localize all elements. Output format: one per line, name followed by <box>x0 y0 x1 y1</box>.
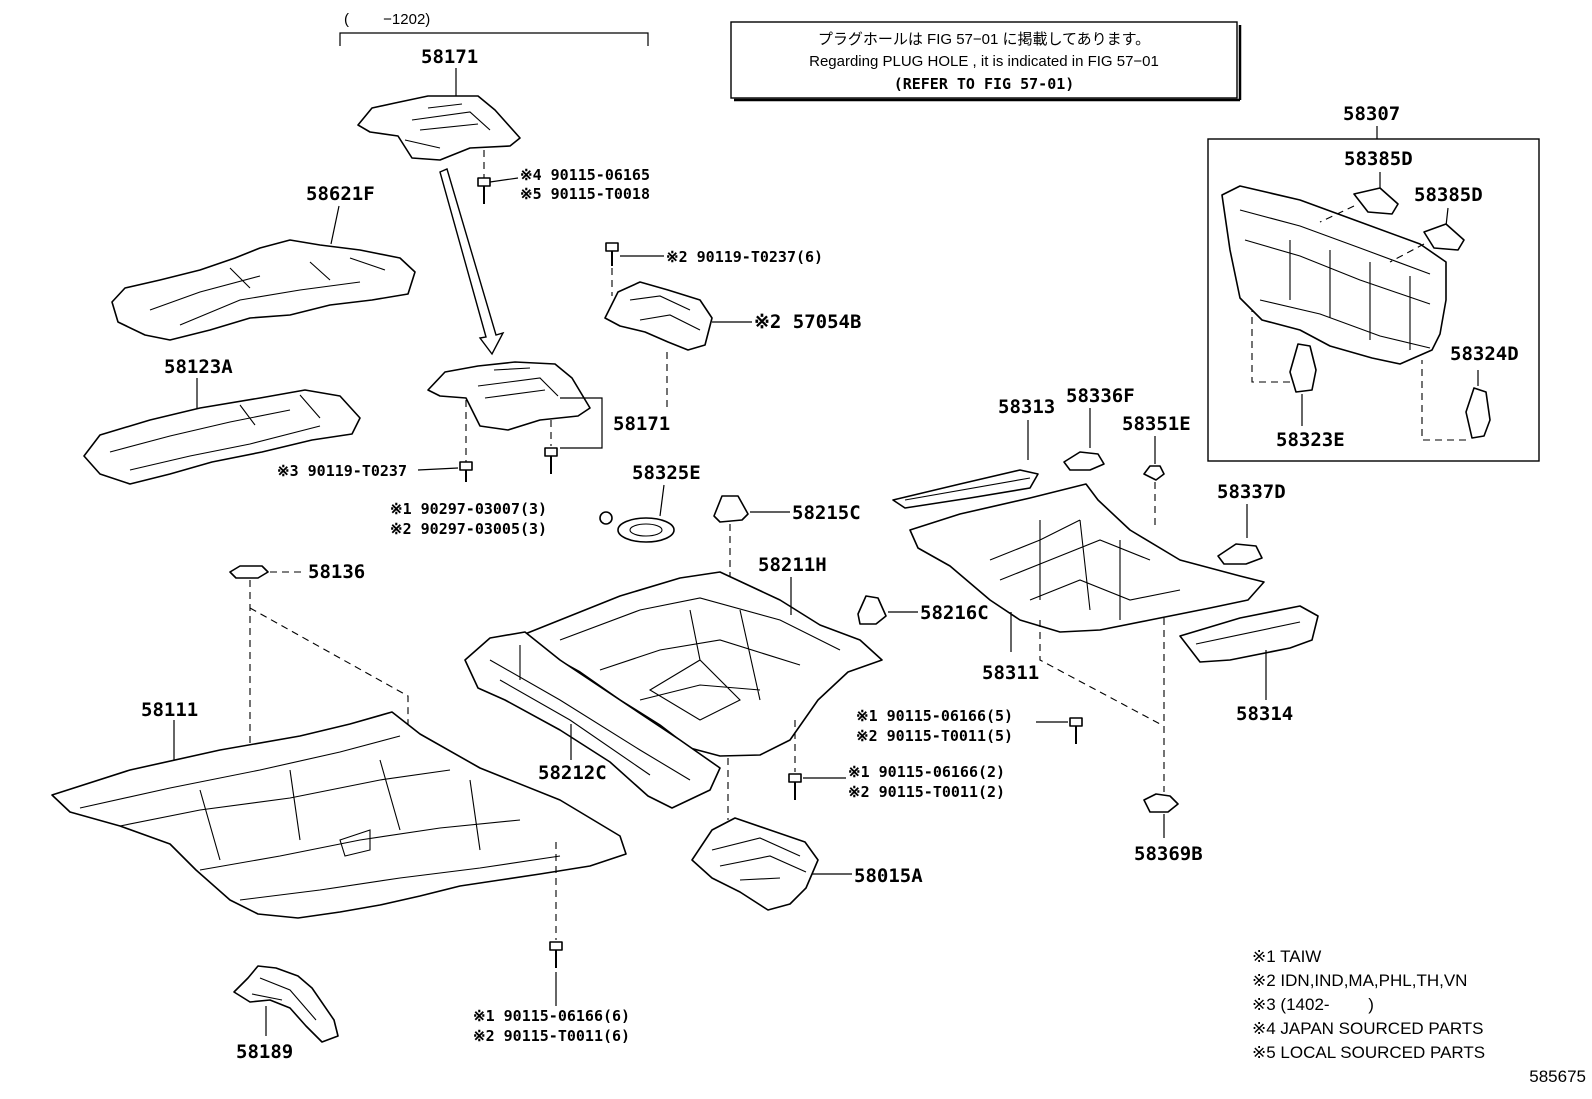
clip-icon <box>599 511 613 525</box>
part-58351E[interactable]: 58351E <box>1122 413 1191 481</box>
notice-line-jp: プラグホールは FIG 57−01 に掲載してあります。 <box>818 31 1150 48</box>
part-number-label: 58189 <box>236 1041 293 1063</box>
fastener-label: ※3 90119-T0237 <box>277 462 407 480</box>
part-58621F[interactable]: 58621F <box>111 183 416 341</box>
part-58111[interactable]: 58111 <box>51 699 627 919</box>
fastener-label: ※5 90115-T0018 <box>520 185 650 203</box>
plug-hole-notice: プラグホールは FIG 57−01 に掲載してあります。 Regarding P… <box>730 21 1242 102</box>
part-number-label: 58216C <box>920 602 989 624</box>
part-number-label: 58171 <box>613 413 670 435</box>
fastener-label: ※2 90115-T0011(2) <box>848 783 1005 801</box>
part-58212C[interactable]: 58212C <box>464 631 721 809</box>
part-57054B[interactable]: ※2 57054B <box>604 281 861 351</box>
part-number-label: 58385D <box>1344 148 1413 170</box>
part-number-label: 58211H <box>758 554 827 576</box>
part-number-label: 58324D <box>1450 343 1519 365</box>
bolt-icon <box>459 461 473 482</box>
part-number-label: 58111 <box>141 699 198 721</box>
legend-item: ※1 TAIW <box>1252 947 1321 966</box>
part-number-label: 58385D <box>1414 184 1483 206</box>
part-58336F[interactable]: 58336F <box>1063 385 1135 471</box>
legend-item: ※5 LOCAL SOURCED PARTS <box>1252 1043 1485 1062</box>
part-58325E[interactable]: 58325E <box>617 462 701 543</box>
fastener-label: ※1 90297-03007(3) <box>390 500 547 518</box>
part-number-label: 58171 <box>421 46 478 68</box>
legend-item: ※2 IDN,IND,MA,PHL,TH,VN <box>1252 971 1467 990</box>
fastener-label: ※1 90115-06166(5) <box>856 707 1013 725</box>
part-58216C[interactable]: 58216C <box>857 595 989 625</box>
part-58337D[interactable]: 58337D <box>1217 481 1286 565</box>
bolt-icon <box>1069 717 1083 744</box>
part-58171-top[interactable]: 58171 <box>357 46 521 161</box>
part-group-58307[interactable]: 58307 58385D 58385D 58324D 58323E <box>1207 103 1540 462</box>
part-number-label: 58351E <box>1122 413 1191 435</box>
part-number-label: 58314 <box>1236 703 1293 725</box>
fastener-label: ※4 90115-06165 <box>520 166 650 184</box>
notice-frame <box>730 21 1238 99</box>
part-58313[interactable]: 58313 <box>892 396 1055 509</box>
part-58314[interactable]: 58314 <box>1179 605 1319 725</box>
part-number-label: 58369B <box>1134 843 1203 865</box>
market-legend: ※1 TAIW ※2 IDN,IND,MA,PHL,TH,VN ※3 (1402… <box>1252 947 1485 1062</box>
part-58136[interactable]: 58136 <box>229 561 365 583</box>
assembly-arrow-icon <box>439 168 505 356</box>
part-number-label: 58136 <box>308 561 365 583</box>
fastener-label: ※2 90297-03005(3) <box>390 520 547 538</box>
fastener-label: ※2 90115-T0011(6) <box>473 1027 630 1045</box>
part-58215C[interactable]: 58215C <box>713 495 861 524</box>
notice-refer-link[interactable]: (REFER TO FIG 57-01) <box>894 75 1075 93</box>
part-number-label: 58325E <box>632 462 701 484</box>
figure-id: 585675 <box>1529 1067 1586 1086</box>
part-58015A[interactable]: 58015A <box>691 817 923 911</box>
range-label: ( −1202) <box>344 11 430 28</box>
bolt-icon <box>477 177 491 204</box>
legend-item: ※3 (1402- ) <box>1252 995 1374 1014</box>
part-number-label: 58336F <box>1066 385 1135 407</box>
part-58189[interactable]: 58189 <box>233 965 339 1063</box>
part-number-label: 58307 <box>1343 103 1400 125</box>
part-58311[interactable]: 58311 <box>909 483 1265 684</box>
fastener-label: ※1 90115-06166(6) <box>473 1007 630 1025</box>
part-58171-mid[interactable]: 58171 <box>427 361 670 449</box>
part-number-label: 58123A <box>164 356 233 378</box>
range-bracket: ( −1202) <box>339 11 649 46</box>
part-number-label: 58215C <box>792 502 861 524</box>
part-number-label: 58337D <box>1217 481 1286 503</box>
group-frame <box>1207 138 1540 462</box>
part-number-label: 58323E <box>1276 429 1345 451</box>
notice-line-en: Regarding PLUG HOLE , it is indicated in… <box>809 53 1159 70</box>
fastener-label: ※1 90115-06166(2) <box>848 763 1005 781</box>
part-58369B[interactable]: 58369B <box>1134 793 1203 865</box>
bolt-icon <box>549 941 563 968</box>
part-58123A[interactable]: 58123A <box>83 356 361 485</box>
bolt-icon <box>605 242 619 266</box>
fastener-label: ※2 90119-T0237(6) <box>666 248 823 266</box>
part-number-label: 58015A <box>854 865 923 887</box>
part-number-label: 58313 <box>998 396 1055 418</box>
part-number-label: ※2 57054B <box>754 311 861 333</box>
legend-item: ※4 JAPAN SOURCED PARTS <box>1252 1019 1484 1038</box>
part-number-label: 58311 <box>982 662 1039 684</box>
fastener-label: ※2 90115-T0011(5) <box>856 727 1013 745</box>
bolt-icon <box>788 773 802 800</box>
bolt-icon <box>544 447 558 474</box>
part-number-label: 58621F <box>306 183 375 205</box>
part-number-label: 58212C <box>538 762 607 784</box>
